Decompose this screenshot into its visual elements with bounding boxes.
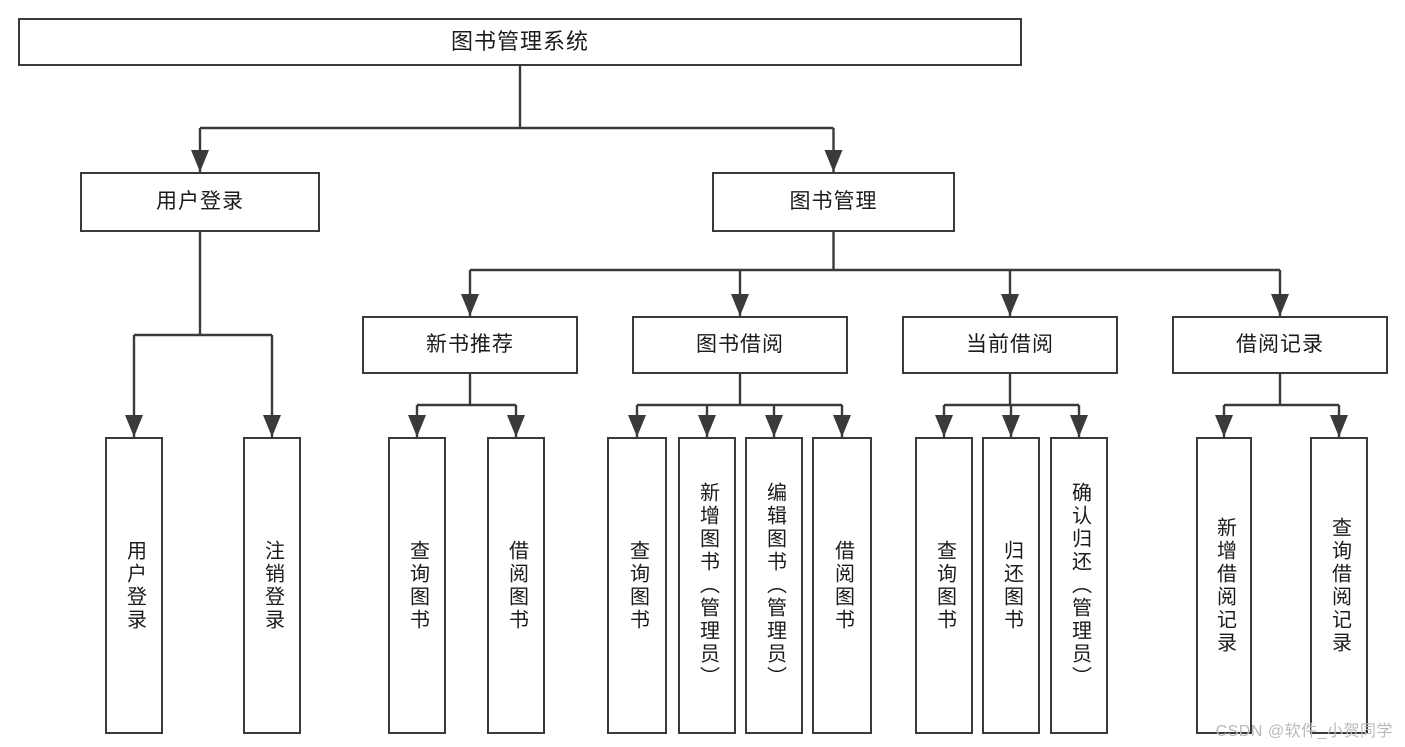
- node-current-borrow[interactable]: 当前借阅: [902, 316, 1118, 374]
- edge-arrowhead-new-book-rec: [461, 294, 479, 316]
- node-leaf-cb-return[interactable]: 归还图书: [982, 437, 1040, 734]
- node-label: 图书管理系统: [450, 29, 589, 55]
- node-leaf-nbr-query[interactable]: 查询图书: [388, 437, 446, 734]
- node-label: 查询图书: [406, 539, 429, 632]
- edge-arrowhead-leaf-nbr-borrow: [507, 415, 525, 437]
- node-leaf-br-add[interactable]: 新增借阅记录: [1196, 437, 1252, 734]
- edge-arrowhead-leaf-cb-confirm: [1070, 415, 1088, 437]
- node-label: 借阅图书: [831, 539, 854, 632]
- node-label: 当前借阅: [966, 332, 1054, 356]
- node-leaf-user-login[interactable]: 用户登录: [105, 437, 163, 734]
- node-borrow-record[interactable]: 借阅记录: [1172, 316, 1388, 374]
- node-label: 新增图书（管理员）: [696, 482, 719, 689]
- node-root[interactable]: 图书管理系统: [18, 18, 1022, 66]
- edge-arrowhead-leaf-bb-edit: [765, 415, 783, 437]
- edge-arrowhead-leaf-br-query: [1330, 415, 1348, 437]
- edge-arrowhead-leaf-user-logout: [263, 415, 281, 437]
- edge-arrowhead-book-manage: [824, 150, 843, 172]
- edge-arrowhead-leaf-bb-borrow: [833, 415, 851, 437]
- edge-arrowhead-leaf-bb-add: [698, 415, 716, 437]
- node-label: 借阅图书: [505, 539, 528, 632]
- node-label: 注销登录: [261, 539, 284, 632]
- edge-arrowhead-leaf-cb-return: [1002, 415, 1020, 437]
- node-leaf-bb-edit[interactable]: 编辑图书（管理员）: [745, 437, 803, 734]
- edge-arrowhead-leaf-cb-query: [935, 415, 953, 437]
- node-leaf-nbr-borrow[interactable]: 借阅图书: [487, 437, 545, 734]
- node-user-login[interactable]: 用户登录: [80, 172, 320, 232]
- edge-arrowhead-leaf-user-login: [125, 415, 143, 437]
- edge-arrowhead-book-borrow: [731, 294, 749, 316]
- edge-arrowhead-user-login: [191, 150, 209, 172]
- csdn-watermark: CSDN @软件_小贺同学: [1215, 723, 1393, 740]
- node-leaf-bb-add[interactable]: 新增图书（管理员）: [678, 437, 736, 734]
- node-label: 查询借阅记录: [1328, 516, 1351, 655]
- node-label: 用户登录: [156, 189, 244, 213]
- edge-arrowhead-leaf-nbr-query: [408, 415, 426, 437]
- node-label: 图书借阅: [696, 332, 784, 356]
- node-label: 新增借阅记录: [1213, 516, 1236, 655]
- node-label: 新书推荐: [426, 332, 514, 356]
- node-book-borrow[interactable]: 图书借阅: [632, 316, 848, 374]
- edge-arrowhead-current-borrow: [1001, 294, 1019, 316]
- node-book-manage[interactable]: 图书管理: [712, 172, 955, 232]
- node-label: 确认归还（管理员）: [1068, 482, 1091, 689]
- node-leaf-bb-borrow[interactable]: 借阅图书: [812, 437, 872, 734]
- node-label: 查询图书: [626, 539, 649, 632]
- node-leaf-cb-query[interactable]: 查询图书: [915, 437, 973, 734]
- node-leaf-cb-confirm[interactable]: 确认归还（管理员）: [1050, 437, 1108, 734]
- node-leaf-bb-query[interactable]: 查询图书: [607, 437, 667, 734]
- edge-arrowhead-leaf-br-add: [1215, 415, 1233, 437]
- node-label: 图书管理: [789, 189, 878, 213]
- node-label: 借阅记录: [1236, 332, 1324, 356]
- node-label: 用户登录: [123, 539, 146, 632]
- node-leaf-user-logout[interactable]: 注销登录: [243, 437, 301, 734]
- node-label: 归还图书: [1000, 539, 1023, 632]
- node-new-book-rec[interactable]: 新书推荐: [362, 316, 578, 374]
- node-label: 查询图书: [933, 539, 956, 632]
- edge-arrowhead-leaf-bb-query: [628, 415, 646, 437]
- node-leaf-br-query[interactable]: 查询借阅记录: [1310, 437, 1368, 734]
- node-label: 编辑图书（管理员）: [763, 482, 786, 689]
- edge-arrowhead-borrow-record: [1271, 294, 1289, 316]
